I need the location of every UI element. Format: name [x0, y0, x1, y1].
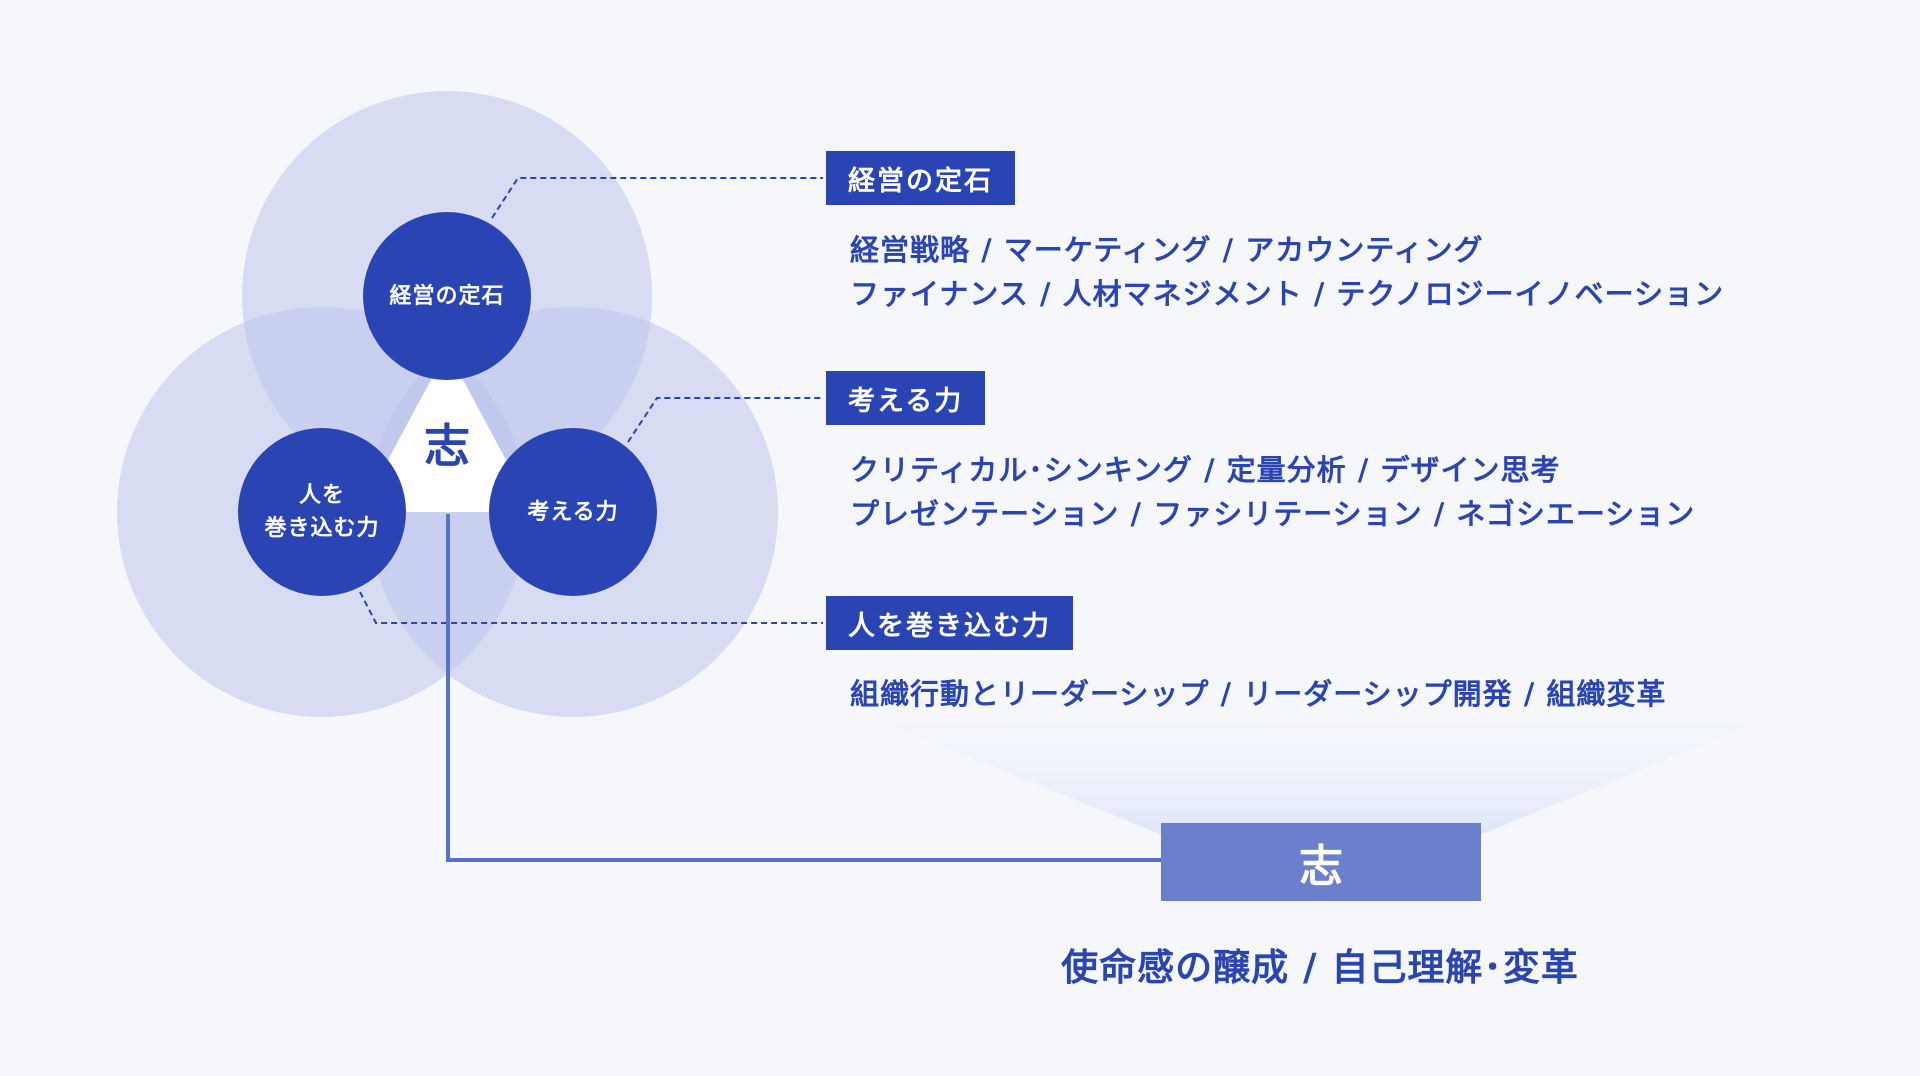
desc-management: 経営戦略 / マーケティング / アカウンティング ファイナンス / 人材マネジ…	[850, 228, 1724, 316]
circle-people	[238, 428, 406, 596]
circle-thinking	[489, 428, 657, 596]
desc-management-line-1: 経営戦略 / マーケティング / アカウンティング	[850, 233, 1484, 267]
tag-people: 人を巻き込む力	[826, 596, 1073, 650]
desc-thinking-line-2: プレゼンテーション / ファシリテーション / ネゴシエーション	[850, 497, 1696, 531]
core-beam	[872, 705, 1800, 834]
tag-thinking: 考える力	[826, 371, 986, 425]
center-triangle	[360, 350, 534, 512]
core-caption: 使命感の醸成 / 自己理解･変革	[1061, 946, 1579, 989]
leader-line-thinking	[627, 397, 823, 443]
desc-thinking-line-1: クリティカル･シンキング / 定量分析 / デザイン思考	[850, 453, 1561, 487]
circle-label-thinking: 考える力	[527, 499, 619, 525]
desc-management-line-2: ファイナンス / 人材マネジメント / テクノロジーイノベーション	[850, 277, 1725, 311]
leader-line-management	[491, 177, 823, 219]
tag-management: 経営の定石	[826, 151, 1015, 205]
desc-thinking: クリティカル･シンキング / 定量分析 / デザイン思考 プレゼンテーション /…	[850, 448, 1695, 536]
core-connector	[446, 514, 1162, 862]
circle-management	[363, 212, 531, 380]
circle-label-management: 経営の定石	[389, 283, 505, 309]
desc-people-line-1: 組織行動とリーダーシップ / リーダーシップ開発 / 組織変革	[850, 677, 1667, 711]
circle-label-people: 人を 巻き込む力	[264, 483, 380, 541]
center-label: 志	[424, 419, 470, 473]
core-box: 志	[1161, 823, 1481, 901]
desc-people: 組織行動とリーダーシップ / リーダーシップ開発 / 組織変革	[850, 672, 1666, 716]
leader-line-people	[359, 591, 823, 624]
